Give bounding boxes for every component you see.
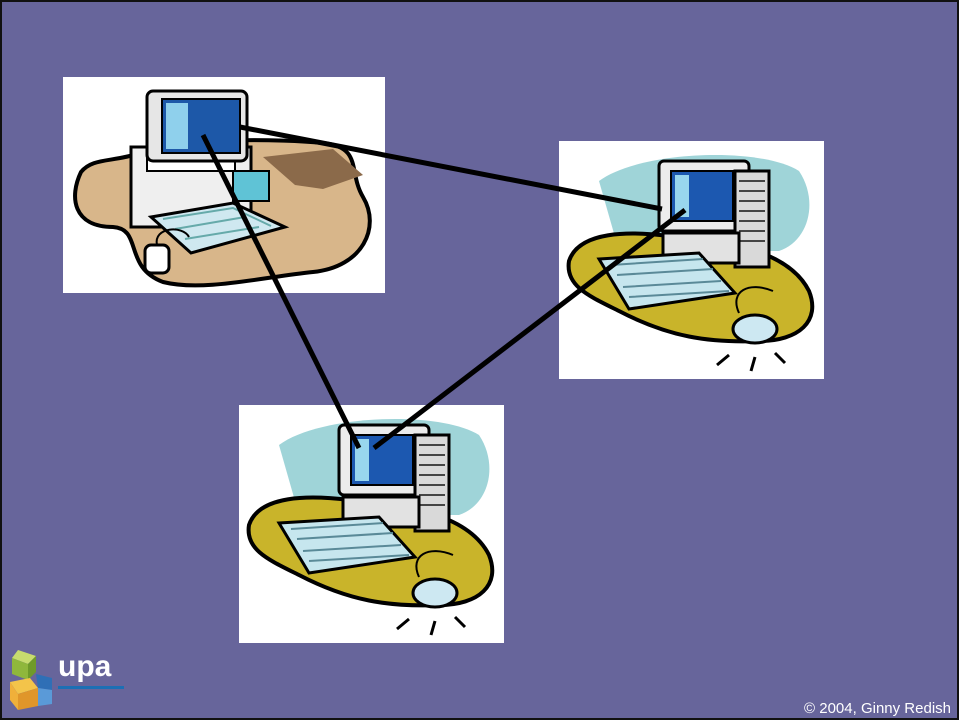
upa-logo: upa <box>8 648 124 710</box>
cube-logo-icon <box>10 650 52 710</box>
computer-desk-clipart-icon <box>73 89 372 288</box>
desktop-computer-1 <box>63 77 385 293</box>
computer-mat-clipart-icon <box>246 418 495 636</box>
computer-mat-clipart-icon <box>566 154 815 372</box>
copyright-text: © 2004, Ginny Redish <box>804 700 951 717</box>
desktop-computer-2 <box>559 141 824 379</box>
desktop-computer-3 <box>239 405 504 643</box>
logo-underline <box>58 686 124 689</box>
logo-text: upa <box>58 650 112 683</box>
